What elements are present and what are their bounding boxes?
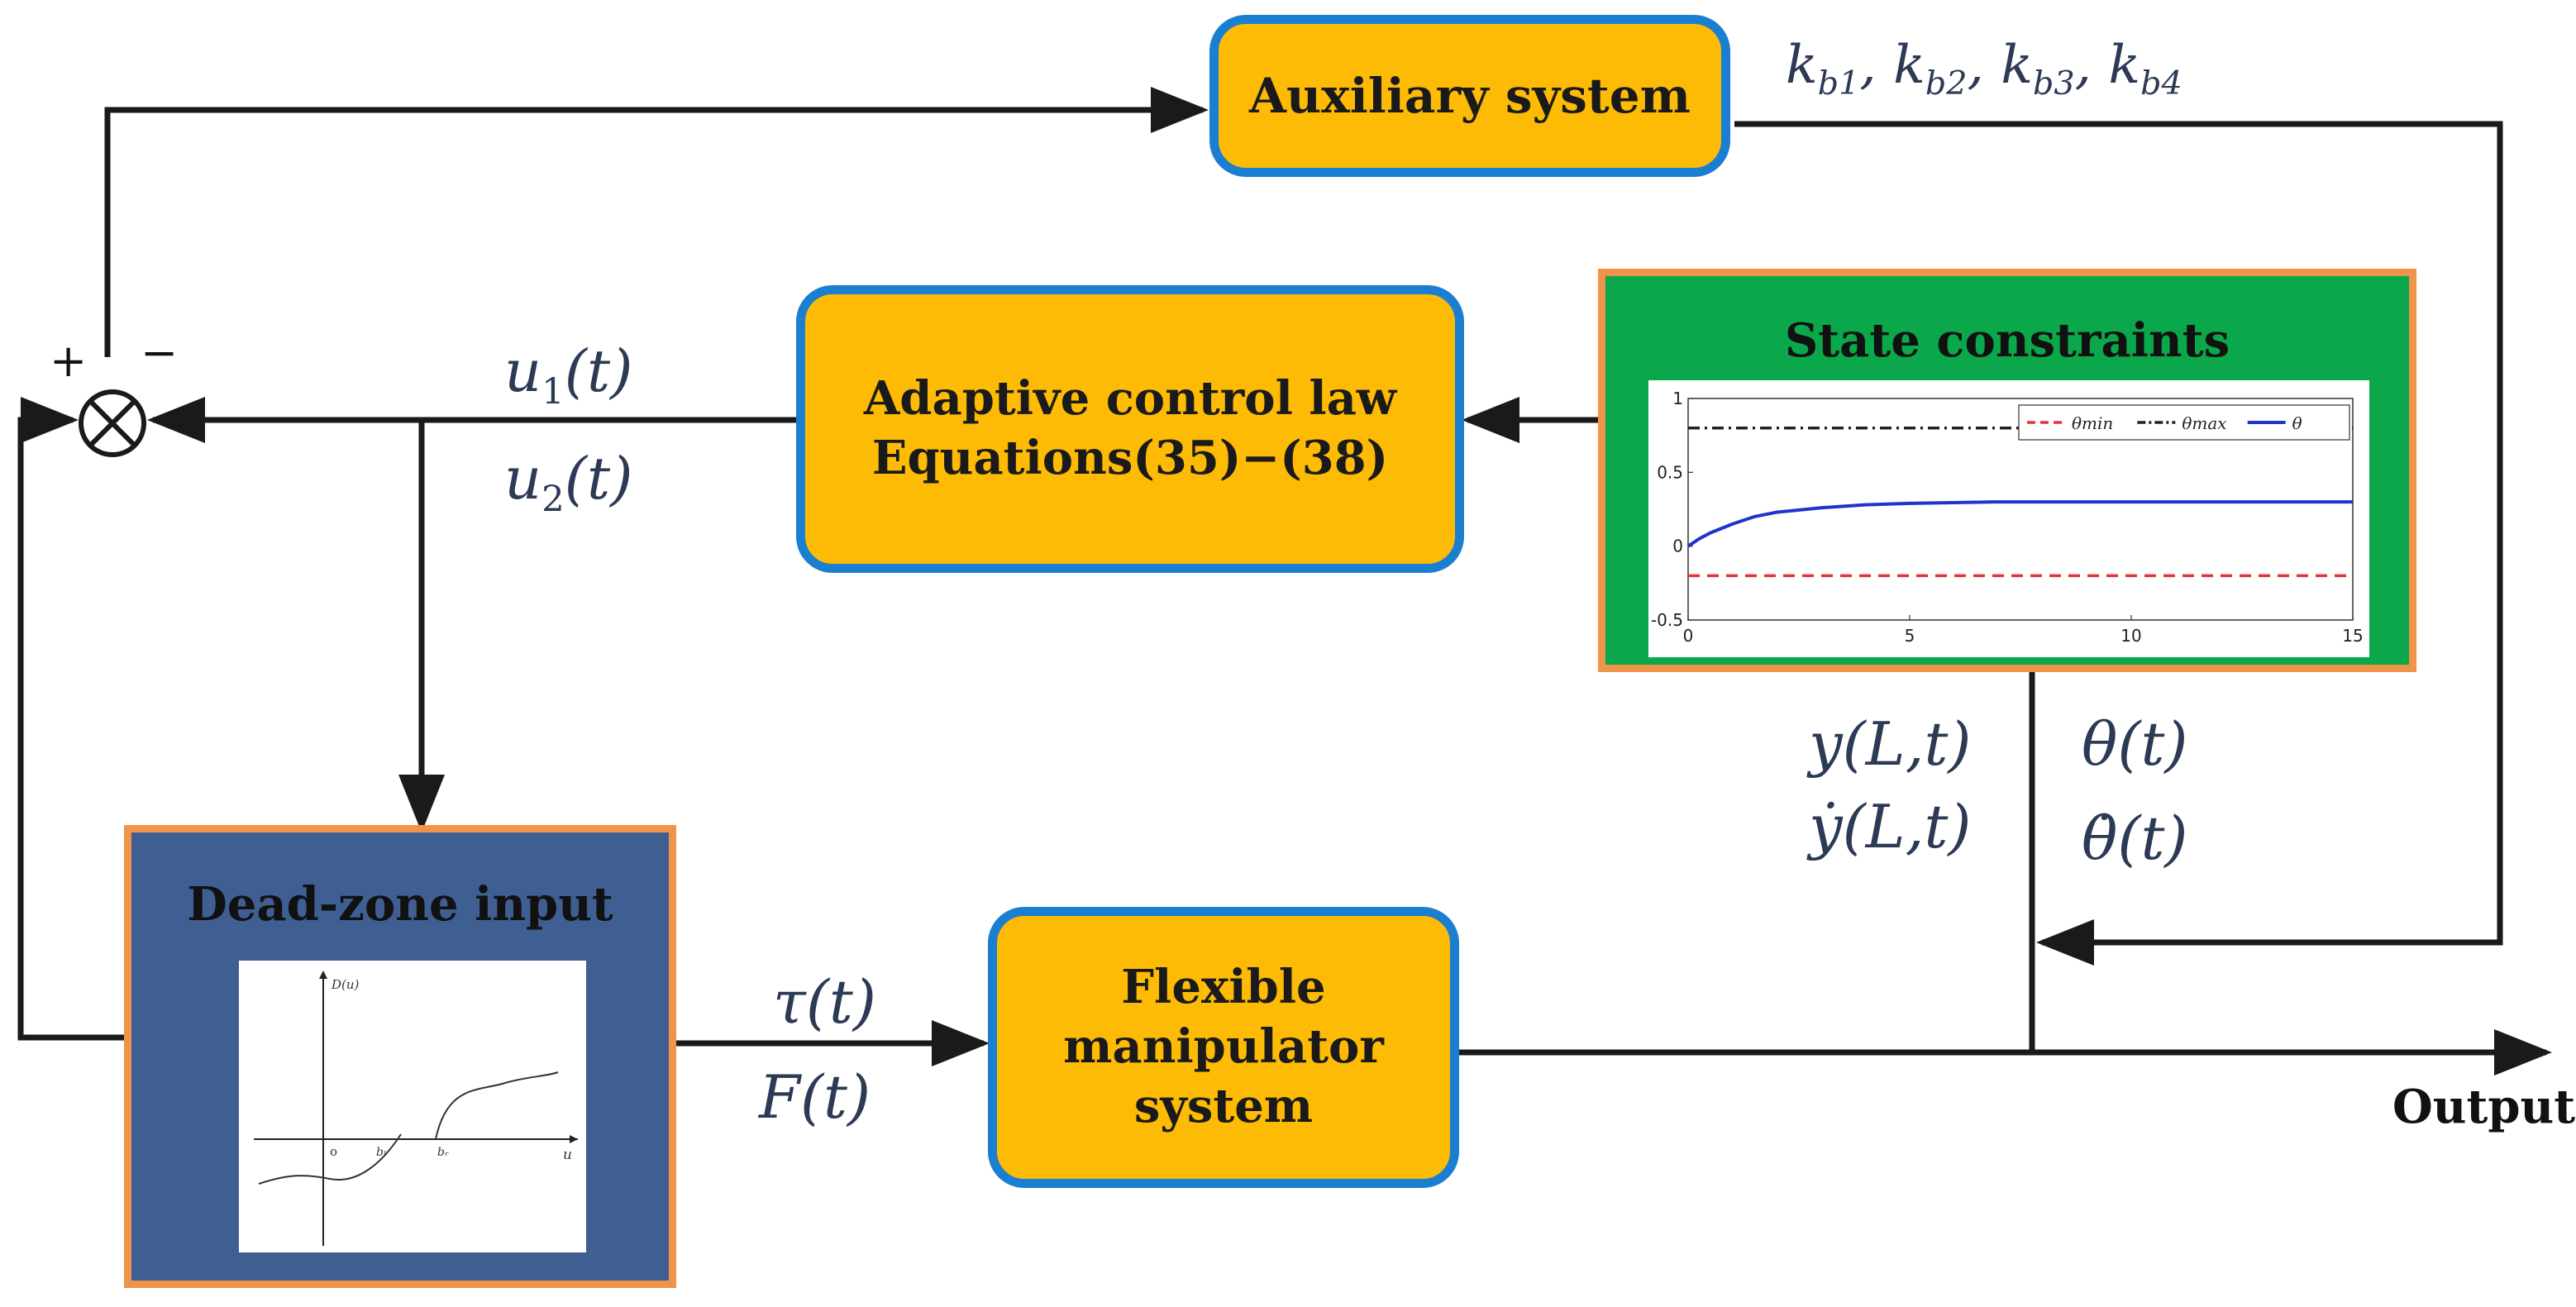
tau-label: τ(t) xyxy=(773,967,876,1037)
y-velocity-label: ẏ(L,t) xyxy=(1809,792,1972,861)
dead-zone-y-arrow xyxy=(319,971,327,979)
y-tick-label: 0.5 xyxy=(1657,462,1683,482)
u2-label: u2(t) xyxy=(504,445,633,521)
flexible-manipulator-block: Flexible manipulator system xyxy=(988,907,1459,1188)
x-tick-label: 15 xyxy=(2342,626,2363,646)
theta-dot-label: θ̇(t) xyxy=(2082,804,2188,873)
dead-zone-left-breakpoint: bₗ xyxy=(376,1146,386,1159)
theta-label: θ(t) xyxy=(2082,709,2188,779)
auxiliary-system-block: Auxiliary system xyxy=(1209,15,1730,177)
k-b-gains-label: kb1, kb2, kb3, kb4 xyxy=(1786,35,2182,103)
chart-legend-box xyxy=(2018,404,2350,441)
wire-auxiliary-to-feedback xyxy=(1734,121,2503,966)
output-label: Output xyxy=(2392,1080,2576,1134)
dead-zone-left-curve xyxy=(258,1133,402,1185)
dead-zone-origin-label: o xyxy=(330,1144,337,1159)
wire-sum-to-auxiliary xyxy=(104,87,1209,357)
x-tick-label: 0 xyxy=(1683,626,1694,646)
legend-label-1: θmax xyxy=(2182,413,2226,433)
manipulator-line2: manipulator xyxy=(1063,1019,1384,1075)
dead-zone-x-label: u xyxy=(563,1147,572,1163)
summing-junction xyxy=(79,389,146,457)
auxiliary-system-label: Auxiliary system xyxy=(1249,67,1691,124)
sum-plus-sign: + xyxy=(50,335,88,387)
dead-zone-x-arrow xyxy=(570,1135,578,1143)
manipulator-line1: Flexible xyxy=(1121,960,1326,1015)
adaptive-control-law-block: Adaptive control law Equations(35)−(38) xyxy=(796,285,1464,573)
x-tick-label: 10 xyxy=(2120,626,2141,646)
y-deflection-label: y(L,t) xyxy=(1809,709,1972,779)
dead-zone-input-panel: Dead-zone input D(u) u o bₗ bᵣ xyxy=(124,825,676,1288)
force-label: F(t) xyxy=(759,1062,871,1132)
adaptive-control-law-equations: Equations(35)−(38) xyxy=(871,431,1389,485)
legend-label-0: θmin xyxy=(2072,413,2113,433)
adaptive-control-law-title: Adaptive control law xyxy=(863,371,1397,427)
dead-zone-right-curve xyxy=(435,1071,559,1140)
dead-zone-plot: D(u) u o bₗ bᵣ xyxy=(239,961,586,1252)
wire-deadzone-to-sum xyxy=(17,397,130,1041)
dead-zone-plot-svg: D(u) u o bₗ bᵣ xyxy=(254,971,578,1246)
y-tick-label: -0.5 xyxy=(1651,610,1683,630)
sum-minus-sign: − xyxy=(141,327,179,379)
legend-label-2: θ xyxy=(2292,413,2302,433)
manipulator-line3: system xyxy=(1133,1078,1314,1133)
u1-label: u1(t) xyxy=(504,337,633,413)
y-tick-label: 1 xyxy=(1672,389,1683,408)
x-tick-label: 5 xyxy=(1905,626,1915,646)
dead-zone-right-breakpoint: bᵣ xyxy=(437,1146,449,1159)
dead-zone-input-title: Dead-zone input xyxy=(187,877,613,932)
chart-axes-frame xyxy=(1687,398,2354,621)
series-line-2 xyxy=(1686,500,2353,548)
dead-zone-y-label: D(u) xyxy=(331,977,360,992)
y-tick-label: 0 xyxy=(1672,537,1683,556)
state-constraints-title: State constraints xyxy=(1784,313,2230,368)
